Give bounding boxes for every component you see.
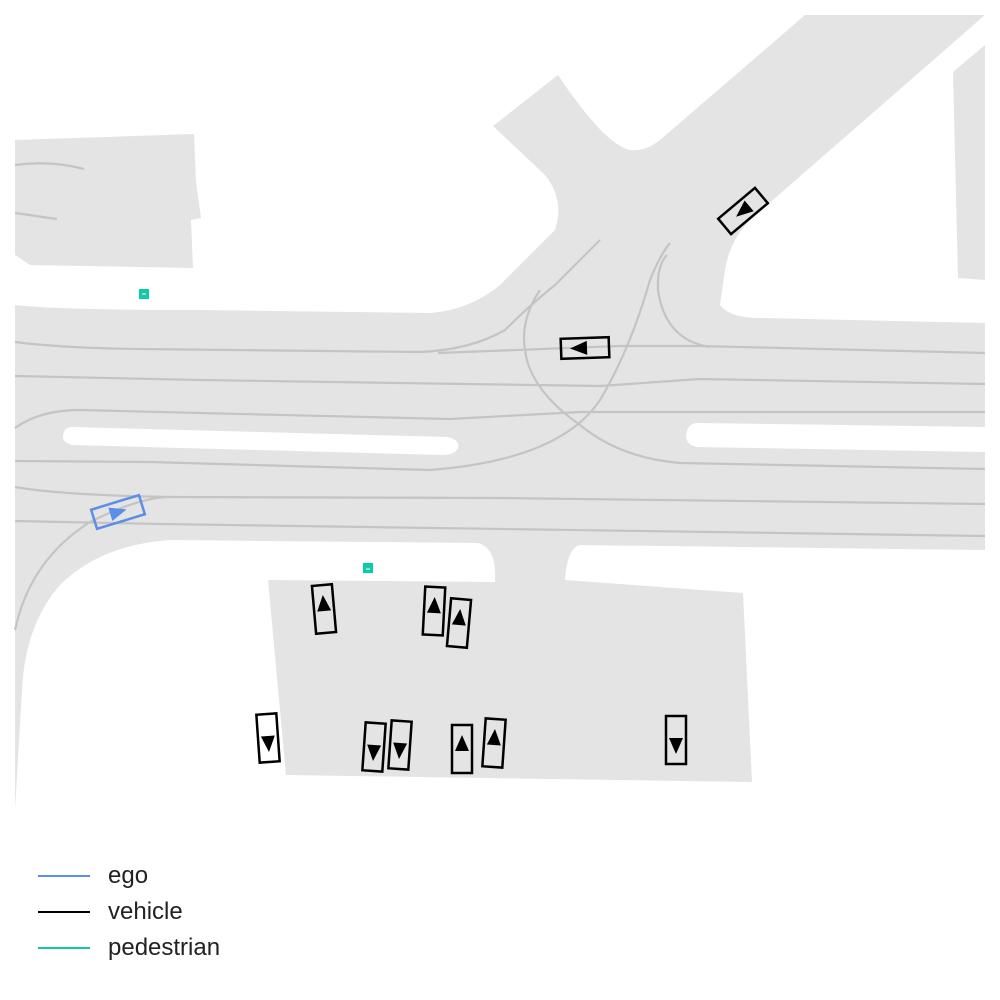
median-west (62, 427, 459, 455)
heading-arrow-icon (393, 742, 408, 759)
agents (89, 186, 770, 775)
legend-label-ego: ego (108, 862, 149, 889)
traffic-islands (62, 423, 985, 455)
pedestrian-marker[interactable] (139, 289, 149, 299)
vehicle-box[interactable] (421, 585, 447, 637)
legend-label-pedestrian: pedestrian (108, 934, 221, 961)
heading-arrow-icon (367, 744, 382, 761)
median-east (686, 423, 985, 452)
vehicle-box[interactable] (387, 719, 413, 771)
parking-lot-top-left (15, 134, 201, 268)
legend-item-ego: ego (38, 858, 220, 894)
road-top-right (953, 45, 985, 280)
vehicle-box[interactable] (481, 717, 507, 769)
heading-arrow-icon (455, 735, 469, 751)
heading-arrow-icon (260, 735, 275, 752)
heading-arrow-icon (570, 340, 588, 355)
legend-swatch-ego (38, 875, 90, 877)
vehicle-box[interactable] (361, 721, 387, 773)
heading-arrow-icon (669, 738, 683, 754)
heading-arrow-icon (486, 729, 501, 746)
legend-label-vehicle: vehicle (108, 898, 183, 925)
vehicle-box[interactable] (445, 596, 473, 650)
vehicle-box[interactable] (310, 582, 338, 636)
vehicle-box[interactable] (559, 335, 611, 361)
legend-item-vehicle: vehicle (38, 894, 220, 930)
pedestrian-marker[interactable] (363, 563, 373, 573)
vehicle-box[interactable] (716, 186, 770, 236)
vehicle-box[interactable] (664, 714, 688, 766)
legend-item-pedestrian: pedestrian (38, 930, 220, 966)
heading-arrow-icon (451, 609, 466, 626)
lane-lines (13, 162, 986, 631)
legend: ego vehicle pedestrian (38, 858, 220, 966)
ego-heading-arrow-icon (108, 507, 127, 522)
ego-vehicle[interactable] (89, 493, 147, 531)
legend-swatch-vehicle (38, 911, 90, 913)
vehicle-box[interactable] (255, 712, 281, 764)
legend-swatch-pedestrian (38, 947, 90, 949)
heading-arrow-icon (317, 595, 332, 612)
heading-arrow-icon (736, 200, 754, 217)
heading-arrow-icon (426, 597, 441, 614)
vehicle-box[interactable] (450, 723, 474, 775)
